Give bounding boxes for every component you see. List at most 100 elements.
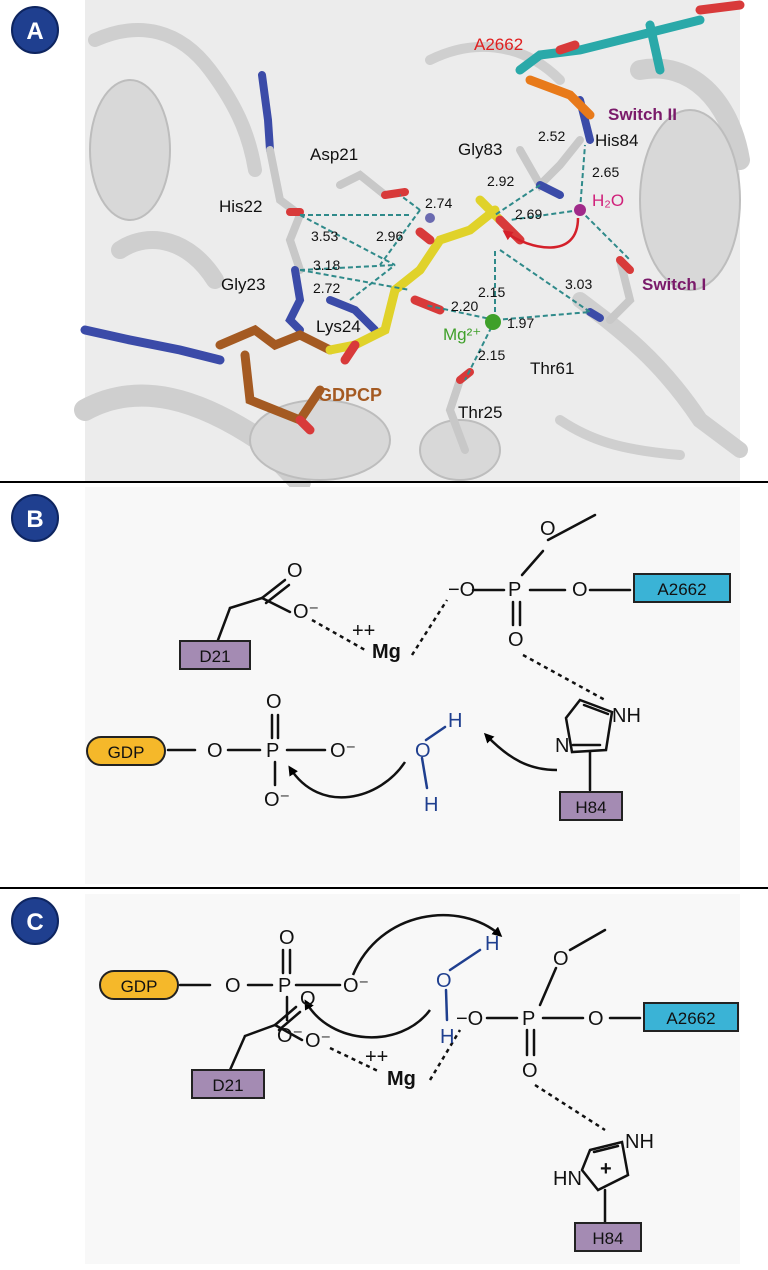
label-a2662: A2662 [474, 35, 523, 54]
atom-o: O [207, 740, 223, 762]
atom-o: O [300, 988, 316, 1010]
atom-o: O [508, 629, 524, 651]
atom-nh: NH [612, 705, 641, 727]
atom-nh: NH [625, 1131, 654, 1153]
water-o: O [415, 740, 431, 762]
atom-o: O [279, 927, 295, 949]
atom-o-minus: O⁻ [264, 789, 290, 811]
distance-label: 3.03 [565, 276, 592, 292]
attack-arrow [502, 217, 580, 249]
mg-ion [485, 314, 501, 330]
badge-b-label: B [26, 506, 43, 533]
label-asp21: Asp21 [310, 145, 358, 164]
badge-b: B [11, 494, 59, 542]
atom-o-minus: O⁻ [293, 601, 319, 623]
atom-o: O [572, 579, 588, 601]
nitrogen-atom [425, 213, 435, 223]
atom-hn: HN [553, 1168, 582, 1190]
atom-o: O [287, 560, 303, 582]
label-his84: His84 [595, 131, 638, 150]
atom-o-minus: −O [448, 579, 475, 601]
gdpcp-ligand [80, 195, 525, 435]
distance-label: 2.72 [313, 280, 340, 296]
atom-p: P [266, 740, 279, 762]
water-h: H [424, 794, 438, 816]
atom-o: O [588, 1008, 604, 1030]
atom-o-minus: −O [456, 1008, 483, 1030]
label-switch-i: Switch I [642, 275, 706, 294]
box-d21-label: D21 [199, 647, 230, 666]
distance-label: 2.20 [451, 298, 478, 314]
charge-plus: + [600, 1158, 612, 1180]
panel-b-dashed [311, 599, 606, 702]
panel-c-bonds [178, 928, 642, 1224]
box-a2662: A2662 [643, 1002, 739, 1032]
atom-o-minus: O⁻ [343, 975, 369, 997]
distance-label: 2.69 [515, 206, 542, 222]
box-gdp: GDP [99, 970, 179, 1000]
water-o: O [436, 970, 452, 992]
atom-o: O [225, 975, 241, 997]
box-d21: D21 [191, 1069, 265, 1099]
atom-n: N [555, 735, 569, 757]
box-a2662: A2662 [633, 573, 731, 603]
atom-o-minus: O⁻ [330, 740, 356, 762]
box-h84-label: H84 [592, 1229, 623, 1248]
box-d21: D21 [179, 640, 251, 670]
atom-p: P [278, 975, 291, 997]
box-h84: H84 [574, 1222, 642, 1252]
box-h84-label: H84 [575, 798, 606, 817]
atom-o-minus: O⁻ [305, 1030, 331, 1052]
mg-charge: ++ [365, 1046, 388, 1068]
residue-sticks [258, 71, 635, 454]
a2662-nucleotide [515, 0, 745, 120]
box-gdp: GDP [86, 736, 166, 766]
water-h: H [440, 1026, 454, 1048]
label-gly83: Gly83 [458, 140, 502, 159]
distance-label: 2.74 [425, 195, 452, 211]
water-h: H [485, 933, 499, 955]
atom-o: O [522, 1060, 538, 1082]
badge-c-label: C [26, 909, 43, 936]
panel-b: O −O P O O O O⁻ ++ Mg NH N O P O O⁻ O⁻ O… [85, 487, 740, 884]
distance-label: 2.65 [592, 164, 619, 180]
distance-label: 1.97 [507, 315, 534, 331]
box-gdp-label: GDP [108, 743, 145, 762]
label-lys24: Lys24 [316, 317, 361, 336]
atom-o: O [553, 948, 569, 970]
panel-a: A2662 Switch II His84 Gly83 Asp21 His22 … [74, 0, 750, 493]
label-mg: Mg²⁺ [443, 325, 481, 344]
label-gly23: Gly23 [221, 275, 265, 294]
box-gdp-label: GDP [121, 977, 158, 996]
badge-c: C [11, 897, 59, 945]
atom-o: O [540, 518, 556, 540]
distance-label: 3.53 [311, 228, 338, 244]
distance-label: 2.15 [478, 347, 505, 363]
panel-b-background [85, 487, 740, 884]
label-gdpcp: GDPCP [318, 385, 382, 405]
panel-c-arrows [304, 913, 503, 1039]
label-thr25: Thr25 [458, 403, 502, 422]
atom-mg: Mg [372, 641, 401, 663]
box-d21-label: D21 [212, 1076, 243, 1095]
distance-labels: 2.52 2.65 2.92 2.74 2.69 3.53 2.96 3.18 … [311, 128, 619, 363]
distance-label: 2.92 [487, 173, 514, 189]
panel-c-dashed [329, 1029, 606, 1132]
panel-c: O −O P O O O O⁻ ++ Mg NH HN + O P O O⁻ O… [85, 894, 740, 1264]
label-thr61: Thr61 [530, 359, 574, 378]
water-molecule [574, 204, 586, 216]
panel-b-bonds [166, 513, 632, 792]
mg-charge: ++ [352, 620, 375, 642]
label-switch-ii: Switch II [608, 105, 677, 124]
atom-o: O [266, 691, 282, 713]
distance-label: 3.18 [313, 257, 340, 273]
atom-mg: Mg [387, 1068, 416, 1090]
atom-p: P [508, 579, 521, 601]
water-h: H [448, 710, 462, 732]
box-a2662-label: A2662 [666, 1009, 715, 1028]
label-h2o: H₂O [592, 191, 624, 210]
label-his22: His22 [219, 197, 262, 216]
distance-label: 2.96 [376, 228, 403, 244]
distance-label: 2.15 [478, 284, 505, 300]
